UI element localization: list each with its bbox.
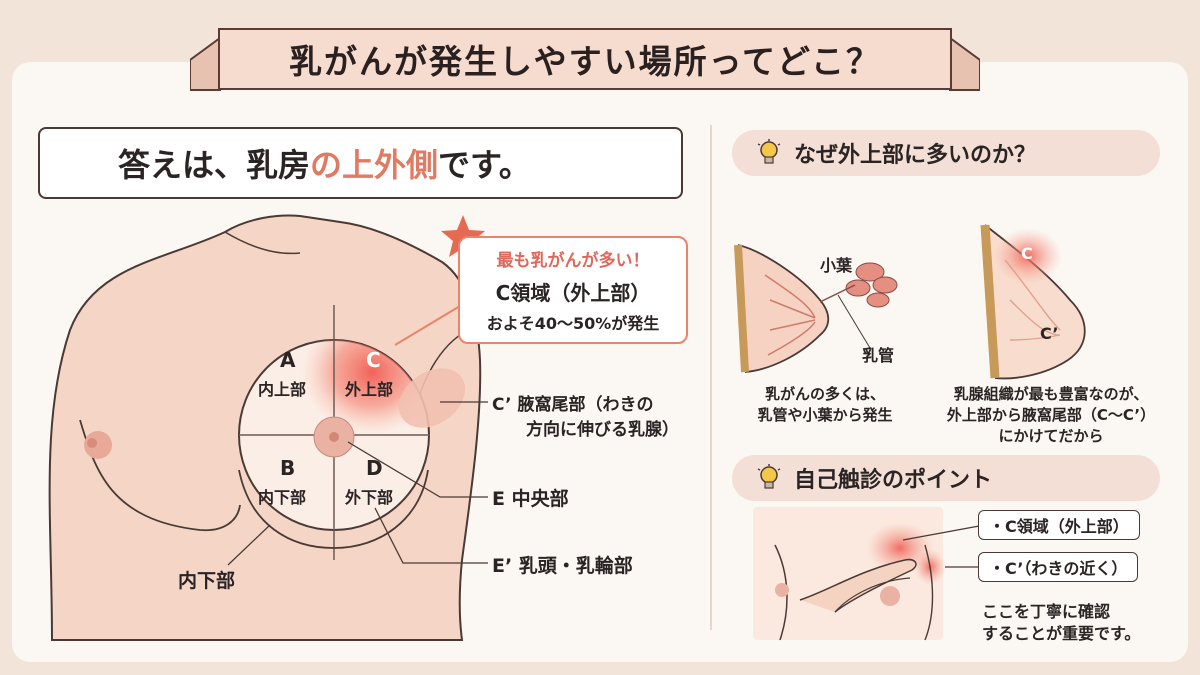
quadrant-b-label: 内下部 — [258, 488, 307, 507]
page-title: 乳がんが発生しやすい場所ってどこ？ — [218, 28, 952, 90]
e-label: E 中央部 — [492, 488, 569, 510]
quadrant-b-letter: B — [280, 456, 296, 480]
right-caption-2: 外上部から腋窩尾部（C〜C’） — [946, 406, 1156, 424]
left-caption: 乳がんの多くは、 乳管や小葉から発生 — [730, 384, 920, 426]
ribbon-shape — [190, 36, 980, 91]
c-prime-label-2: 方向に伸びる乳腺） — [526, 420, 679, 440]
title-banner: 乳がんが発生しやすい場所ってどこ？ — [190, 20, 980, 98]
answer-highlight: 上外側 — [342, 146, 439, 184]
why-heading-bar: なぜ外上部に多いのか？ — [732, 130, 1160, 176]
quadrant-c-label: 外上部 — [345, 380, 394, 399]
right-caption: 乳腺組織が最も豊富なのが、 外上部から腋窩尾部（C〜C’） にかけてだから — [922, 384, 1180, 447]
point-1-pill: ・C領域（外上部） — [978, 510, 1140, 540]
answer-box: 答えは、乳房の上外側です。 — [38, 127, 683, 199]
lobule-label: 小葉 — [820, 256, 853, 275]
right-caption-1: 乳腺組織が最も豊富なのが、 — [953, 385, 1149, 403]
inner-lower-label: 内下部 — [178, 570, 236, 592]
answer-no: の — [310, 146, 343, 184]
self-exam-heading: 自己触診のポイント — [794, 468, 993, 493]
callout-box: 最も乳がんが多い！ C領域（外上部） およそ40〜50%が発生 — [458, 236, 688, 344]
c-heat-small — [994, 228, 1062, 284]
answer-post: です。 — [438, 146, 531, 184]
column-divider — [710, 125, 712, 630]
quadrant-c-letter: C — [366, 348, 381, 372]
axillary-tail — [398, 368, 466, 428]
callout-headline: 最も乳がんが多い！ — [496, 251, 650, 271]
note-2: することが重要です。 — [982, 624, 1141, 643]
lobule-cluster — [845, 262, 898, 308]
e-prime-label: E’ 乳頭・乳輪部 — [492, 555, 633, 577]
callout-region: C領域（外上部） — [495, 281, 651, 305]
quadrant-d-letter: D — [366, 456, 383, 480]
c-prime-mark: C’ — [1040, 324, 1059, 343]
quadrant-a-letter: A — [280, 348, 296, 372]
note-1: ここを丁寧に確認 — [982, 602, 1111, 621]
lightbulb-icon — [757, 139, 781, 164]
why-heading: なぜ外上部に多いのか？ — [794, 143, 1037, 168]
left-caption-1: 乳がんの多くは、 — [764, 385, 885, 403]
point-2-pill: ・C’（わきの近く） — [978, 552, 1139, 582]
quadrant-a-label: 内上部 — [258, 380, 307, 399]
quadrant-d-label: 外下部 — [345, 488, 394, 507]
right-caption-3: にかけてだから — [998, 427, 1104, 445]
lightbulb-icon — [757, 464, 781, 489]
answer-pre: 答えは、乳房 — [118, 146, 311, 184]
self-exam-heading-bar: 自己触診のポイント — [732, 455, 1160, 501]
c-mark: C — [1021, 244, 1033, 263]
c-prime-label-1: C’ 腋窩尾部（わきの — [492, 395, 654, 415]
callout-stat: およそ40〜50%が発生 — [486, 314, 660, 333]
left-caption-2: 乳管や小葉から発生 — [757, 406, 893, 424]
duct-label: 乳管 — [862, 346, 895, 365]
